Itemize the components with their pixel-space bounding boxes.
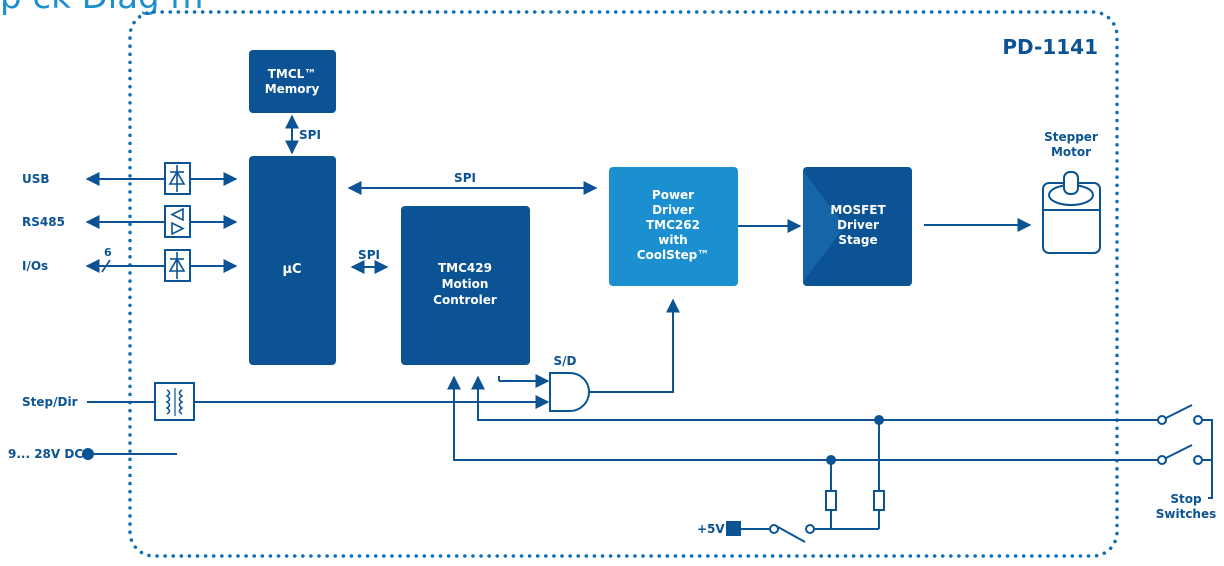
board-name: PD-1141 bbox=[1002, 35, 1098, 59]
switches-label-2: Switches bbox=[1156, 507, 1217, 521]
switch-contact-icon bbox=[769, 524, 779, 534]
switch-contact-icon-2 bbox=[805, 524, 815, 534]
power-in-label: 9... 28V DC bbox=[8, 447, 83, 461]
io-count-label: 6 bbox=[104, 246, 112, 259]
mosfet-label-2: Driver bbox=[837, 218, 879, 232]
mosfet-label-1: MOSFET bbox=[830, 203, 886, 217]
bus-slash-icon bbox=[101, 259, 111, 273]
motor-label-1: Stepper bbox=[1044, 130, 1098, 144]
uc-block bbox=[249, 156, 336, 365]
stepdir-label: Step/Dir bbox=[22, 395, 78, 409]
stop-switch-contact-1a bbox=[1157, 415, 1167, 425]
stop-switch-contact-1b bbox=[1193, 415, 1203, 425]
resistor-icon-2 bbox=[825, 490, 837, 511]
memory-label-1: TMCL™ bbox=[268, 67, 317, 81]
spi-bus-label: SPI bbox=[454, 171, 476, 185]
stop-switch-icon-1 bbox=[1165, 404, 1193, 419]
power-label-4: with bbox=[658, 233, 687, 247]
power-label-3: TMC262 bbox=[646, 218, 700, 232]
mosfet-block bbox=[803, 167, 912, 286]
spi-motion-label: SPI bbox=[358, 248, 380, 262]
usb-protection-icon bbox=[164, 162, 191, 195]
board-outline bbox=[128, 10, 1119, 558]
motion-label-2: Motion bbox=[442, 277, 489, 291]
sd-label: S/D bbox=[554, 354, 577, 368]
power-label-5: CoolStep™ bbox=[637, 248, 710, 262]
plus5v-terminal bbox=[726, 521, 741, 536]
memory-label-2: Memory bbox=[265, 82, 320, 96]
power-switch-icon bbox=[777, 526, 806, 543]
stop-switch-line-2 bbox=[447, 375, 1158, 461]
stop-switch-icon-2 bbox=[1165, 444, 1193, 459]
plus5v-label: +5V bbox=[697, 522, 725, 536]
resistor-icon-1 bbox=[873, 490, 885, 511]
mosfet-accent bbox=[803, 171, 845, 282]
page-title-fragment: p ck Diag m bbox=[0, 0, 204, 17]
spi-memory-label: SPI bbox=[299, 128, 321, 142]
usb-label: USB bbox=[22, 172, 50, 186]
motion-controller-block bbox=[401, 206, 530, 365]
rs485-label: RS485 bbox=[22, 215, 65, 229]
ios-label: I/Os bbox=[22, 259, 48, 273]
motion-label-1: TMC429 bbox=[438, 261, 492, 275]
ios-protection-icon bbox=[164, 249, 191, 282]
stepper-motor-icon bbox=[1042, 171, 1101, 254]
stop-switch-contact-2b bbox=[1193, 455, 1203, 465]
motor-label-2: Motor bbox=[1051, 145, 1091, 159]
power-driver-block bbox=[609, 167, 738, 286]
and-gate-icon bbox=[549, 372, 590, 412]
optocoupler-icon bbox=[154, 382, 195, 421]
power-label-1: Power bbox=[652, 188, 694, 202]
mosfet-label-3: Stage bbox=[838, 233, 877, 247]
motion-label-3: Controler bbox=[433, 293, 497, 307]
memory-block bbox=[249, 50, 336, 113]
power-label-2: Driver bbox=[652, 203, 694, 217]
power-in-terminal bbox=[82, 448, 94, 460]
gate-to-driver-line bbox=[589, 298, 680, 393]
uc-label: µC bbox=[282, 262, 301, 277]
rs485-transceiver-icon bbox=[164, 205, 191, 238]
stop-switch-line-1 bbox=[471, 375, 1158, 421]
switches-label-1: Stop bbox=[1170, 492, 1202, 506]
stop-switch-contact-2a bbox=[1157, 455, 1167, 465]
